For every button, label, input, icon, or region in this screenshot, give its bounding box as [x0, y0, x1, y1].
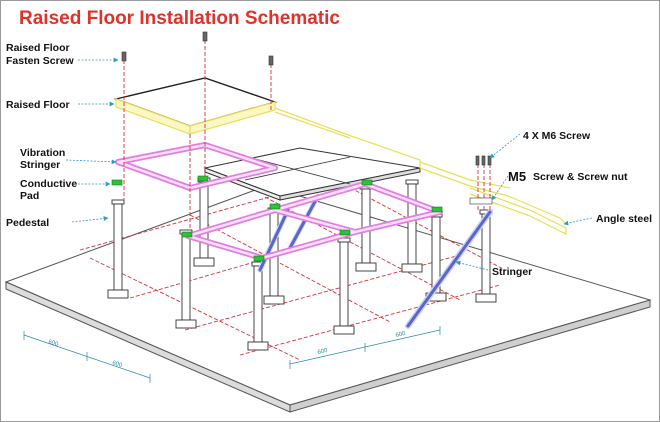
label-vibration-line1: Vibration: [20, 147, 65, 159]
pedestal-left-rear: [193, 177, 215, 267]
dimension-label-2: 600: [111, 360, 123, 369]
label-stringer: Stringer: [492, 266, 532, 278]
labels: Raised Floor Fasten Screw Raised Floor V…: [6, 42, 652, 278]
label-m5-prefix: M5: [508, 169, 526, 184]
label-conductive-line2: Pad: [20, 190, 39, 202]
pedestal-center-front: [333, 237, 355, 335]
label-m6-screw: 4 X M6 Screw: [523, 130, 591, 142]
label-fasten-screw-line2: Fasten Screw: [6, 55, 75, 67]
dimension-texts: 600 600 600 600: [47, 331, 406, 369]
label-raised-floor: Raised Floor: [6, 99, 70, 111]
label-pedestal: Pedestal: [6, 217, 49, 229]
screws: [121, 31, 493, 205]
pedestal-front-mid: [247, 261, 269, 351]
dimension-label-1: 600: [47, 339, 59, 348]
pedestal-left: [107, 199, 129, 299]
diagram-title: Raised Floor Installation Schematic: [19, 8, 340, 29]
label-angle-steel: Angle steel: [596, 213, 652, 225]
label-m5-rest: Screw & Screw nut: [533, 171, 628, 183]
raised-floor-panel: [113, 77, 278, 135]
vibration-stringer-frames: [115, 142, 443, 261]
label-fasten-screw-line1: Raised Floor: [6, 42, 70, 54]
ground-slab: [4, 185, 652, 413]
dimension-label-4: 600: [395, 331, 407, 339]
dimension-lines: [23, 326, 441, 383]
label-vibration-line2: Stringer: [20, 159, 60, 171]
label-leaders: [65, 57, 593, 271]
pedestal-front-left: [175, 229, 197, 329]
conductive-pads: [111, 175, 443, 262]
label-conductive-line1: Conductive: [20, 178, 77, 190]
pedestal-back-a: [401, 179, 423, 273]
dimension-label-3: 600: [317, 348, 329, 356]
